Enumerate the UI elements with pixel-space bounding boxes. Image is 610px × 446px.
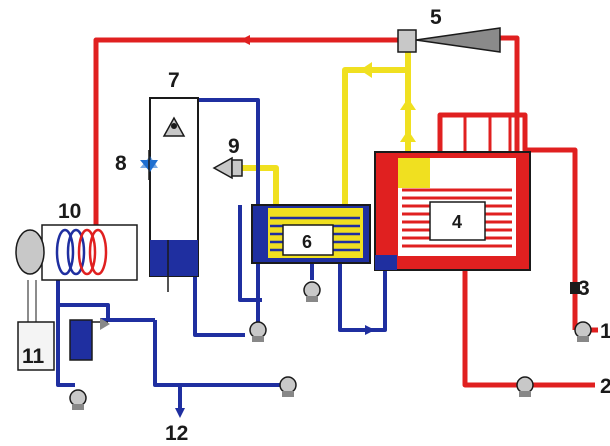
valve-8 xyxy=(140,150,158,180)
label-2: 2 xyxy=(600,375,610,398)
pumps xyxy=(69,281,592,410)
cold-pipes xyxy=(56,98,387,410)
pump-icon xyxy=(279,376,297,397)
vapor-arrows xyxy=(360,62,416,142)
label-10: 10 xyxy=(58,200,81,223)
flow-arrow-6-4 xyxy=(365,325,375,335)
nozzle-9 xyxy=(212,156,243,180)
vapor-line-9 xyxy=(240,165,279,210)
cold-line-cond-bottom xyxy=(193,270,245,337)
cold-bottom-header xyxy=(56,305,75,387)
pump-icon xyxy=(303,281,321,302)
cold-line-10 xyxy=(56,275,110,320)
separator-7 xyxy=(149,97,199,292)
outlet-12-arrow xyxy=(175,408,185,418)
flow-arrow-top xyxy=(240,35,250,45)
cold-line-6-left xyxy=(238,205,262,302)
pump-icon xyxy=(574,321,592,342)
hot-manifold xyxy=(437,112,578,330)
ejector-5 xyxy=(397,27,501,53)
label-11: 11 xyxy=(22,345,45,368)
label-5: 5 xyxy=(430,6,442,29)
cold-line-6-4 xyxy=(338,260,387,332)
generator-4 xyxy=(374,151,531,271)
pump-icon xyxy=(249,321,267,342)
manifold-drops xyxy=(463,115,512,158)
tank-11 xyxy=(17,280,55,371)
condenser-6 xyxy=(251,204,371,264)
hot-outlet-2 xyxy=(462,270,595,388)
cold-line-12 xyxy=(153,320,290,387)
label-1: 1 xyxy=(600,320,610,343)
coil-10 xyxy=(15,224,138,281)
label-12: 12 xyxy=(165,422,188,445)
pump-icon xyxy=(69,389,87,410)
sensor-3 xyxy=(570,282,580,294)
label-3: 3 xyxy=(578,277,590,300)
label-7: 7 xyxy=(168,69,180,92)
cold-line-7 xyxy=(195,98,260,308)
pump-icon xyxy=(516,376,534,397)
label-9: 9 xyxy=(228,135,240,158)
vapor-line-left xyxy=(342,67,408,205)
label-8: 8 xyxy=(115,152,127,175)
label-6: 6 xyxy=(302,232,312,252)
hot-line-top xyxy=(93,37,398,272)
small-vessel xyxy=(69,318,110,361)
label-4: 4 xyxy=(452,212,462,232)
